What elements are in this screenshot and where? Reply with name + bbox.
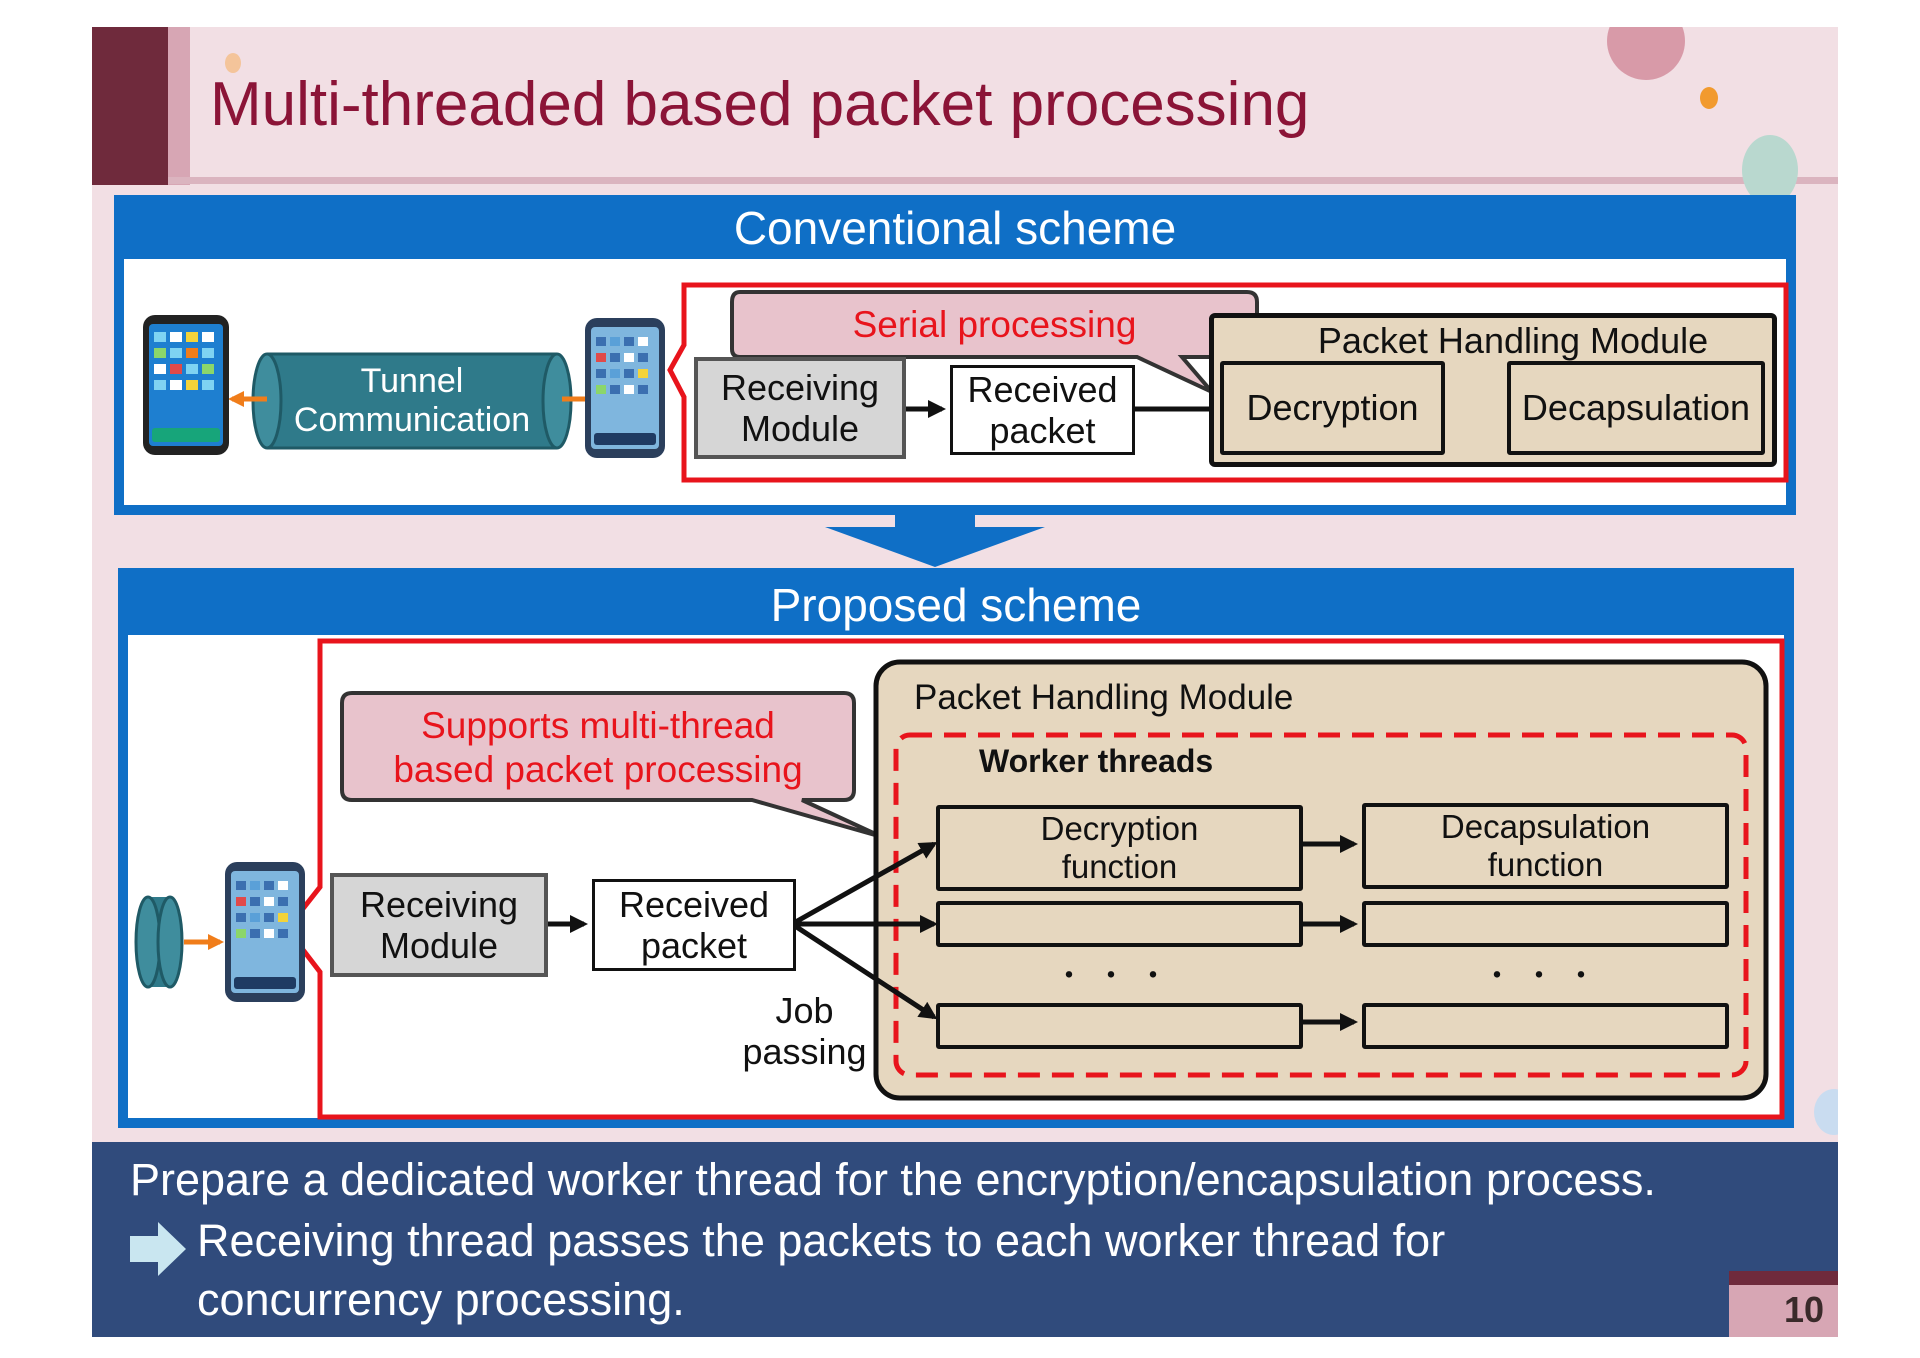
prop-receiving-module: Receiving Module — [330, 873, 548, 977]
header-accent-light — [168, 27, 190, 185]
serial-processing-label: Serial processing — [852, 304, 1137, 345]
proposed-heading: Proposed scheme — [770, 579, 1142, 631]
prop-received-packet-label: Received packet — [618, 883, 770, 966]
decapsulation-function-label: Decapsulation function — [1440, 808, 1651, 883]
serial-processing-callout — [730, 290, 1259, 394]
summary-line-2: Receiving thread passes the packets to e… — [197, 1215, 1446, 1325]
conv-receiving-module-label: Receiving Module — [720, 366, 880, 449]
right-arrow-icon — [130, 1222, 186, 1276]
decor-dot-orange — [1700, 87, 1718, 109]
down-arrow-icon — [825, 515, 1045, 567]
conv-received-packet-label: Received packet — [967, 368, 1118, 451]
slide-title: Multi-threaded based packet processing — [210, 70, 1310, 139]
page-number-accent — [1729, 1271, 1838, 1285]
worker-ellipsis-right: ・・・ — [1482, 959, 1608, 993]
proposed-phm-box — [873, 659, 1769, 1101]
conv-receiving-module: Receiving Module — [694, 357, 906, 459]
smartphone-icon — [143, 315, 229, 455]
decryption-function-label: Decryption function — [1040, 810, 1199, 885]
diagram-graphics — [134, 282, 1789, 1120]
worker-threads-frame — [893, 732, 1749, 1078]
tunnel-communication-label: Tunnel Communication — [293, 361, 531, 439]
conventional-red-frame — [667, 282, 1789, 483]
slide: Multi-threaded based packet processing C… — [92, 27, 1838, 1337]
worker-decapsulation-slot-n — [1362, 1003, 1729, 1049]
proposed-red-frame — [283, 638, 1785, 1120]
multi-thread-label: Supports multi-thread based packet proce… — [393, 705, 803, 791]
prop-received-packet: Received packet — [592, 879, 796, 971]
conv-decapsulation-label: Decapsulation — [1521, 387, 1751, 429]
decapsulation-function-box: Decapsulation function — [1362, 803, 1729, 889]
worker-ellipsis-left: ・・・ — [1054, 959, 1180, 993]
worker-decapsulation-slot-2 — [1362, 901, 1729, 947]
job-passing-label: Job passing — [742, 989, 867, 1072]
conv-decryption-label: Decryption — [1246, 387, 1419, 429]
page-number: 10 — [1783, 1289, 1824, 1330]
prop-receiving-module-label: Receiving Module — [359, 883, 519, 966]
header-underline — [168, 177, 1838, 184]
decryption-function-box: Decryption function — [936, 805, 1303, 891]
tunnel-cylinder-icon — [251, 352, 573, 450]
page-number-box: 10 — [1729, 1285, 1838, 1337]
decor-dot-peach — [225, 53, 241, 73]
worker-decryption-slot-n — [936, 1003, 1303, 1049]
router-device-icon — [585, 318, 665, 458]
job-arrow-top — [790, 841, 938, 927]
decor-circle-mint — [1742, 135, 1798, 205]
job-arrow-bottom — [790, 921, 938, 1020]
multi-thread-callout — [340, 691, 883, 839]
prop-phm-title: Packet Handling Module — [914, 678, 1294, 717]
conv-decapsulation-box: Decapsulation — [1507, 361, 1765, 455]
conv-received-packet: Received packet — [950, 365, 1135, 455]
conventional-heading: Conventional scheme — [733, 202, 1177, 254]
tunnel-stub-icon — [134, 895, 184, 989]
worker-threads-label: Worker threads — [979, 743, 1214, 779]
summary-line-1: Prepare a dedicated worker thread for th… — [130, 1154, 1656, 1205]
conv-decryption-box: Decryption — [1220, 361, 1445, 455]
worker-decryption-slot-2 — [936, 901, 1303, 947]
router-device-icon-proposed — [225, 862, 305, 1002]
conv-phm-title: Packet Handling Module — [1317, 320, 1709, 361]
summary-footer: Prepare a dedicated worker thread for th… — [92, 1142, 1838, 1337]
header-accent-dark — [92, 27, 168, 185]
